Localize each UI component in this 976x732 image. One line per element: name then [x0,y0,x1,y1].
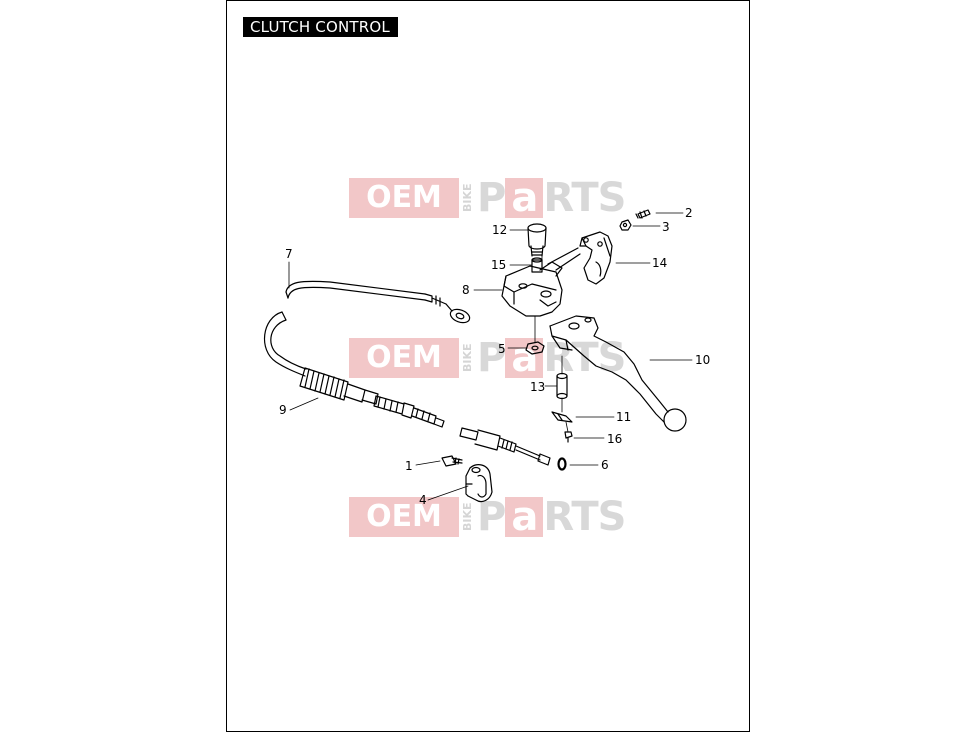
callout-15: 15 [491,258,507,272]
part-bracket-8 [501,247,581,317]
cable-end-ferrule [459,427,551,466]
part-screw-2 [635,209,651,219]
diagram-title: CLUTCH CONTROL [243,17,398,37]
diagram-frame [226,0,750,732]
part-nut-5 [525,341,545,355]
part-pivot-13 [556,372,568,400]
callout-5: 5 [498,342,506,356]
leader-lines [288,212,693,501]
part-nut-3 [619,219,632,231]
callout-3: 3 [662,220,670,234]
callout-9: 9 [279,403,287,417]
callout-4: 4 [419,493,427,507]
cable-upper-housing [285,280,471,324]
callout-16: 16 [607,432,623,446]
watermark-oem: OEM [349,178,459,218]
part-clamp-14 [579,231,613,285]
callout-6: 6 [601,458,609,472]
callout-12: 12 [492,223,508,237]
part-pin-12 [527,223,547,257]
callout-2: 2 [685,206,693,220]
callout-10: 10 [695,353,711,367]
callout-1: 1 [405,459,413,473]
watermark-oem: OEM [349,497,459,537]
cable-lower-housing [263,311,445,428]
callout-7: 7 [285,247,293,261]
part-clamp-4 [465,464,493,503]
callout-14: 14 [652,256,668,270]
callout-11: 11 [616,410,632,424]
part-screw-16 [564,431,573,443]
part-lever-10 [549,315,687,432]
callout-13: 13 [530,380,546,394]
callout-8: 8 [462,283,470,297]
part-clip-11 [551,411,573,423]
part-screw-1 [441,455,463,467]
watermark-oem: OEM [349,338,459,378]
part-oring-6 [557,457,567,471]
